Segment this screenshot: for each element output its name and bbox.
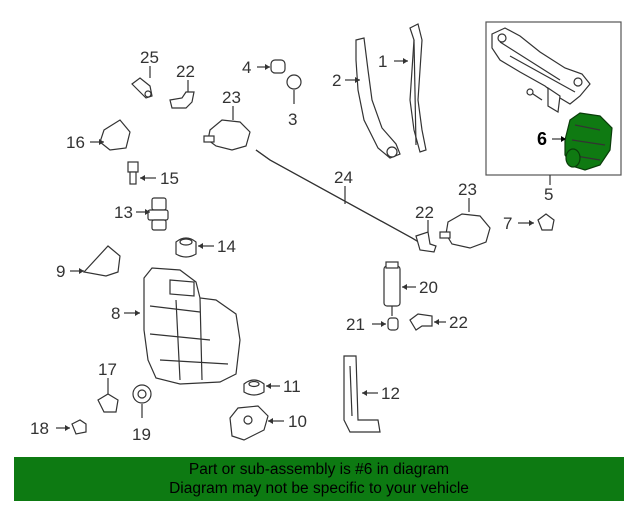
callout-22-mid: 22 — [415, 203, 434, 222]
callout-12: 12 — [381, 384, 400, 403]
callout-13: 13 — [114, 203, 133, 222]
part-21-seal[interactable] — [387, 317, 399, 331]
part-22-hose-elbow-mid[interactable] — [415, 231, 437, 253]
part-9-cover[interactable] — [82, 245, 121, 277]
part-6-washer-motor[interactable] — [564, 112, 613, 171]
part-20-washer-pump[interactable] — [383, 261, 401, 316]
part-19-grommet[interactable] — [132, 384, 152, 404]
part-13-pump-grommet[interactable] — [147, 197, 169, 231]
part-10-mount-bracket[interactable] — [229, 405, 269, 441]
callout-2: 2 — [332, 71, 341, 90]
callout-16: 16 — [66, 133, 85, 152]
callout-11: 11 — [283, 377, 301, 396]
callout-9: 9 — [56, 262, 65, 281]
callout-23-right: 23 — [458, 180, 477, 199]
callout-6: 6 — [537, 129, 547, 149]
part-22-hose-elbow-low[interactable] — [409, 313, 433, 331]
part-7-plug[interactable] — [537, 213, 555, 231]
part-23-nozzle-right[interactable] — [439, 213, 491, 249]
callout-22-top: 22 — [176, 62, 195, 81]
callout-7: 7 — [503, 214, 512, 233]
part-22-hose-elbow-top[interactable] — [169, 91, 195, 109]
callout-19: 19 — [132, 425, 151, 444]
callout-22-low: 22 — [449, 313, 468, 332]
callout-24: 24 — [334, 168, 353, 187]
banner-line-1: Part or sub-assembly is #6 in diagram — [188, 461, 450, 478]
part-4-nut-cap[interactable] — [270, 59, 286, 74]
callout-8: 8 — [111, 304, 120, 323]
small-bolt — [526, 88, 543, 101]
part-11-grommet[interactable] — [243, 379, 265, 396]
callout-1: 1 — [378, 52, 387, 71]
part-16-nozzle-cover[interactable] — [99, 119, 131, 151]
callout-20: 20 — [419, 278, 438, 297]
part-5-bracket[interactable] — [491, 27, 591, 113]
parts-diagram: 6 5 1 2 4 3 25 22 23 — [30, 21, 622, 444]
part-18-plug[interactable] — [71, 419, 87, 435]
part-8-washer-reservoir[interactable] — [143, 267, 241, 385]
part-1-wiper-blade[interactable] — [409, 23, 427, 153]
part-25-clip[interactable] — [131, 77, 153, 99]
info-banner: Part or sub-assembly is #6 in diagram Di… — [14, 457, 624, 501]
callout-21: 21 — [346, 315, 365, 334]
part-23-nozzle-left[interactable] — [203, 119, 251, 151]
callout-17: 17 — [98, 360, 117, 379]
banner-line-2: Diagram may not be specific to your vehi… — [169, 480, 469, 497]
callout-5: 5 — [544, 185, 553, 204]
part-17-connector[interactable] — [97, 393, 119, 413]
part-3-nut[interactable] — [286, 74, 302, 90]
part-24-washer-hose[interactable] — [255, 149, 423, 245]
callout-14: 14 — [217, 237, 236, 256]
part-2-wiper-arm[interactable] — [355, 37, 401, 159]
part-12-bracket[interactable] — [343, 355, 381, 433]
callout-3: 3 — [288, 110, 297, 129]
callout-18: 18 — [30, 419, 49, 438]
callout-23-left: 23 — [222, 88, 241, 107]
part-15-check-valve[interactable] — [127, 161, 139, 185]
callout-10: 10 — [288, 412, 307, 431]
part-14-grommet[interactable] — [175, 237, 197, 258]
callout-15: 15 — [160, 169, 179, 188]
callout-4: 4 — [242, 58, 251, 77]
callout-25: 25 — [140, 48, 159, 67]
